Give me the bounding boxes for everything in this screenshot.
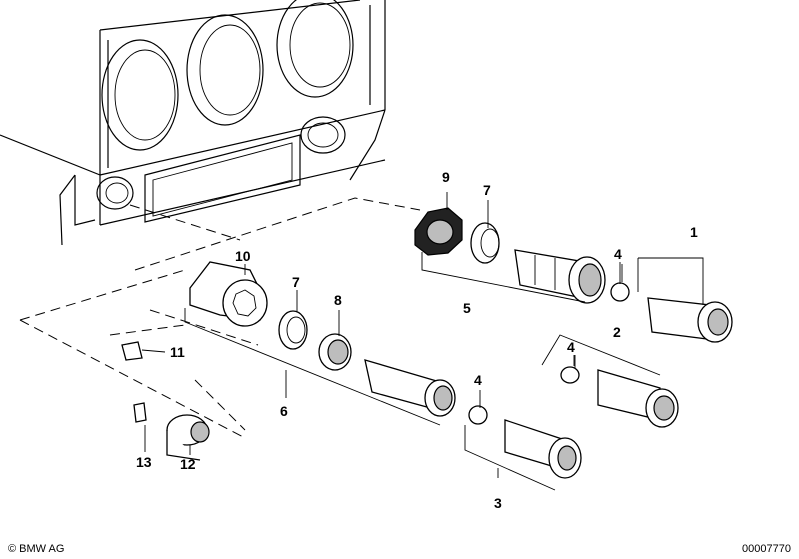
callout-4-lower: 4 bbox=[474, 372, 482, 388]
callout-9: 9 bbox=[442, 169, 450, 185]
callout-10: 10 bbox=[235, 248, 251, 264]
leader-lines bbox=[144, 192, 621, 478]
document-number: 00007770 bbox=[742, 543, 791, 555]
part-callouts: 1 2 3 4 4 4 5 6 7 7 8 9 10 11 12 13 bbox=[136, 169, 698, 511]
callout-7-upper: 7 bbox=[483, 182, 491, 198]
callout-2: 2 bbox=[613, 324, 621, 340]
assembly-guide-lines bbox=[19, 197, 421, 439]
callout-7-lower: 7 bbox=[292, 274, 300, 290]
callout-8: 8 bbox=[334, 292, 342, 308]
callout-4-middle: 4 bbox=[567, 339, 575, 355]
lighter-element-upper bbox=[610, 257, 733, 343]
callout-4-upper: 4 bbox=[614, 246, 622, 262]
callout-5: 5 bbox=[463, 300, 471, 316]
callout-3: 3 bbox=[494, 495, 502, 511]
copyright-notice: © BMW AG bbox=[8, 543, 65, 555]
callout-12: 12 bbox=[180, 456, 196, 472]
lower-socket-assembly bbox=[184, 261, 456, 426]
callout-13: 13 bbox=[136, 454, 152, 470]
small-parts bbox=[121, 341, 210, 461]
dashboard-panel bbox=[0, 0, 386, 246]
lighter-element-lower bbox=[464, 405, 582, 491]
callout-1: 1 bbox=[690, 224, 698, 240]
callout-11: 11 bbox=[170, 344, 185, 360]
callout-6: 6 bbox=[280, 403, 288, 419]
lighter-element-middle bbox=[541, 334, 679, 428]
upper-socket-assembly bbox=[414, 207, 606, 304]
